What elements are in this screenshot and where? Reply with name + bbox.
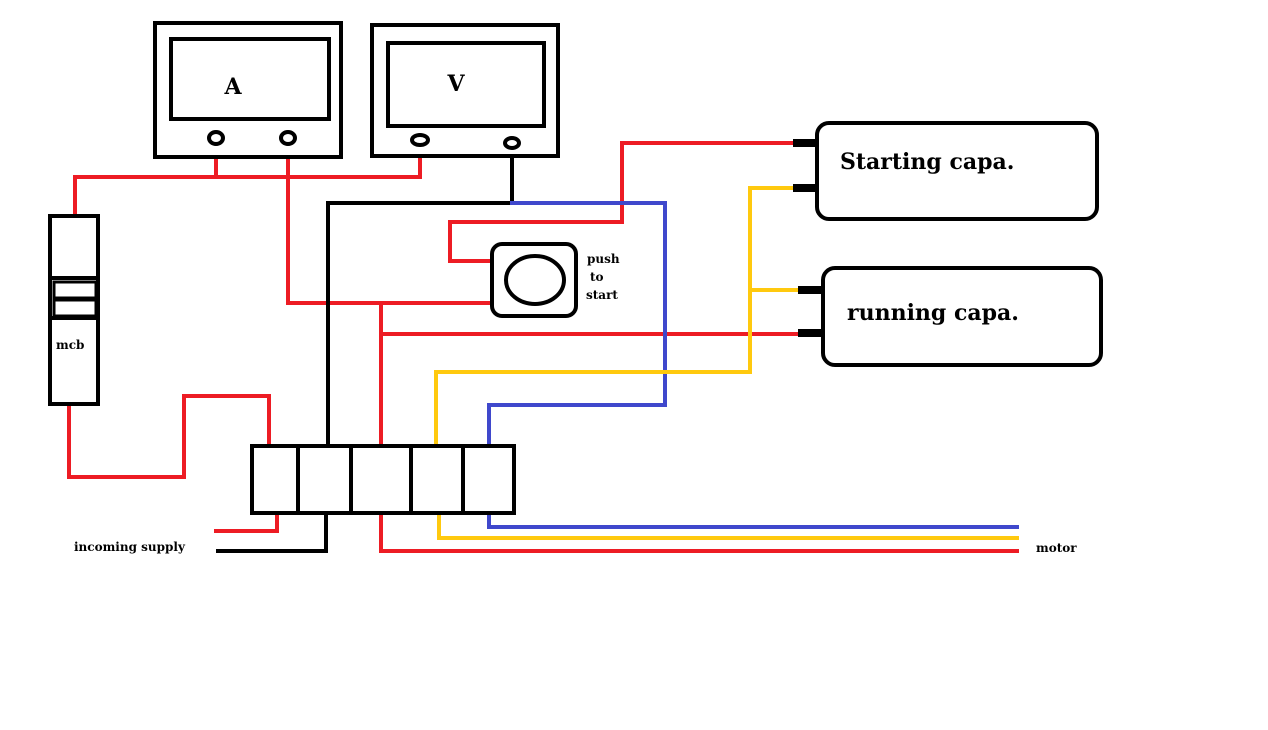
starting-capacitor: Starting capa.: [793, 121, 1099, 221]
wire-blue-loop: [487, 201, 667, 456]
push-label-line3: start: [586, 288, 618, 302]
voltmeter-terminal-left: [410, 133, 430, 147]
push-button-switch: push to start: [490, 242, 620, 318]
running-capacitor: running capa.: [798, 266, 1103, 367]
ammeter-label: A: [223, 74, 242, 100]
red-wires: [67, 140, 1019, 553]
ammeter: A: [153, 21, 343, 159]
starting-capa-body: [815, 121, 1099, 221]
wire-ammeter-to-push: [286, 140, 494, 305]
ammeter-terminal-left: [207, 130, 225, 146]
mcb-lever-top: [52, 280, 98, 300]
wire-motor-blue: [487, 504, 1019, 529]
yellow-wires: [434, 186, 1019, 540]
voltmeter-label: V: [446, 71, 465, 97]
black-wires: [216, 144, 514, 553]
motor-label: motor: [1036, 541, 1077, 555]
running-capa-label: running capa.: [847, 300, 1019, 326]
wire-yellow-caps: [434, 186, 800, 460]
starting-capa-label: Starting capa.: [840, 149, 1014, 175]
voltmeter: V: [370, 23, 560, 158]
wire-mcb-to-terminal-1: [67, 394, 271, 479]
mcb: mcb: [48, 214, 100, 406]
terminal-block: [250, 444, 516, 515]
voltmeter-terminal-right: [503, 136, 521, 150]
wire-motor-yellow: [437, 513, 1019, 540]
wire-mcb-to-meters: [73, 140, 422, 219]
ammeter-terminal-right: [279, 130, 297, 146]
wire-motor-red: [379, 501, 1019, 553]
push-label-line2: to: [590, 270, 604, 284]
wire-push-to-starting-capa: [448, 141, 800, 263]
ammeter-display: [169, 37, 331, 121]
mcb-label: mcb: [56, 338, 84, 352]
wire-incoming-black: [216, 503, 328, 553]
push-label-line1: push: [587, 252, 620, 266]
mcb-lever-bottom: [52, 298, 98, 318]
running-capa-body: [821, 266, 1103, 367]
push-button-knob: [504, 254, 566, 306]
incoming-supply-label: incoming supply: [74, 540, 186, 554]
wire-neutral-to-voltmeter: [326, 144, 514, 460]
terminal-block-body: [250, 444, 516, 515]
voltmeter-display: [386, 41, 546, 128]
